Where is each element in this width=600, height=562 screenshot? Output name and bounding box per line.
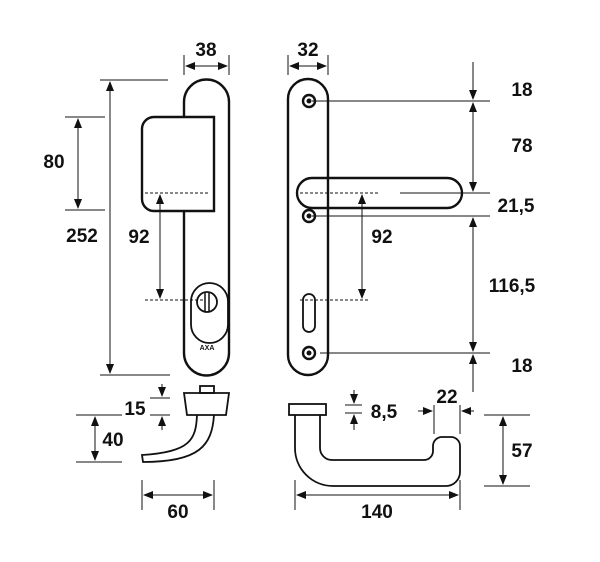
dim-plate-length: 252 [66,226,98,247]
dim-center-distance-right: 92 [371,227,392,248]
dim-screw-to-handle: 78 [511,136,532,157]
dim-knob-projection: 60 [167,502,188,523]
dim-plate-width-right: 32 [297,40,318,61]
right-plate-view [286,62,490,392]
dim-handle-drop: 57 [511,441,532,462]
dim-top-screw: 18 [511,80,532,101]
left-plate-view: AXA [140,78,231,377]
screw-icon [301,345,317,361]
dim-bottom-screw: 18 [511,356,532,377]
dim-handle-length: 140 [361,502,393,523]
keyhole [302,293,316,333]
dim-knob-block-height: 80 [43,152,64,173]
knob-side-view [76,384,231,510]
dim-screw-to-screw: 116,5 [489,276,536,297]
dim-plate-width-left: 38 [195,40,216,61]
dim-center-distance-left: 92 [128,227,149,248]
right-backplate [286,77,330,377]
brand-logo: AXA [200,345,215,352]
thumb-turn [196,291,218,313]
dim-handle-to-screw: 21,5 [498,196,535,217]
dim-rose-thickness: 8,5 [371,402,398,423]
dim-handle-end: 22 [436,387,457,408]
left-backplate [182,78,231,377]
cylinder-escutcheon [190,282,229,344]
lever-side-view [288,390,530,510]
knob-block [140,115,216,213]
dim-knob-drop: 40 [102,430,123,451]
dim-rose-height: 15 [124,399,146,420]
